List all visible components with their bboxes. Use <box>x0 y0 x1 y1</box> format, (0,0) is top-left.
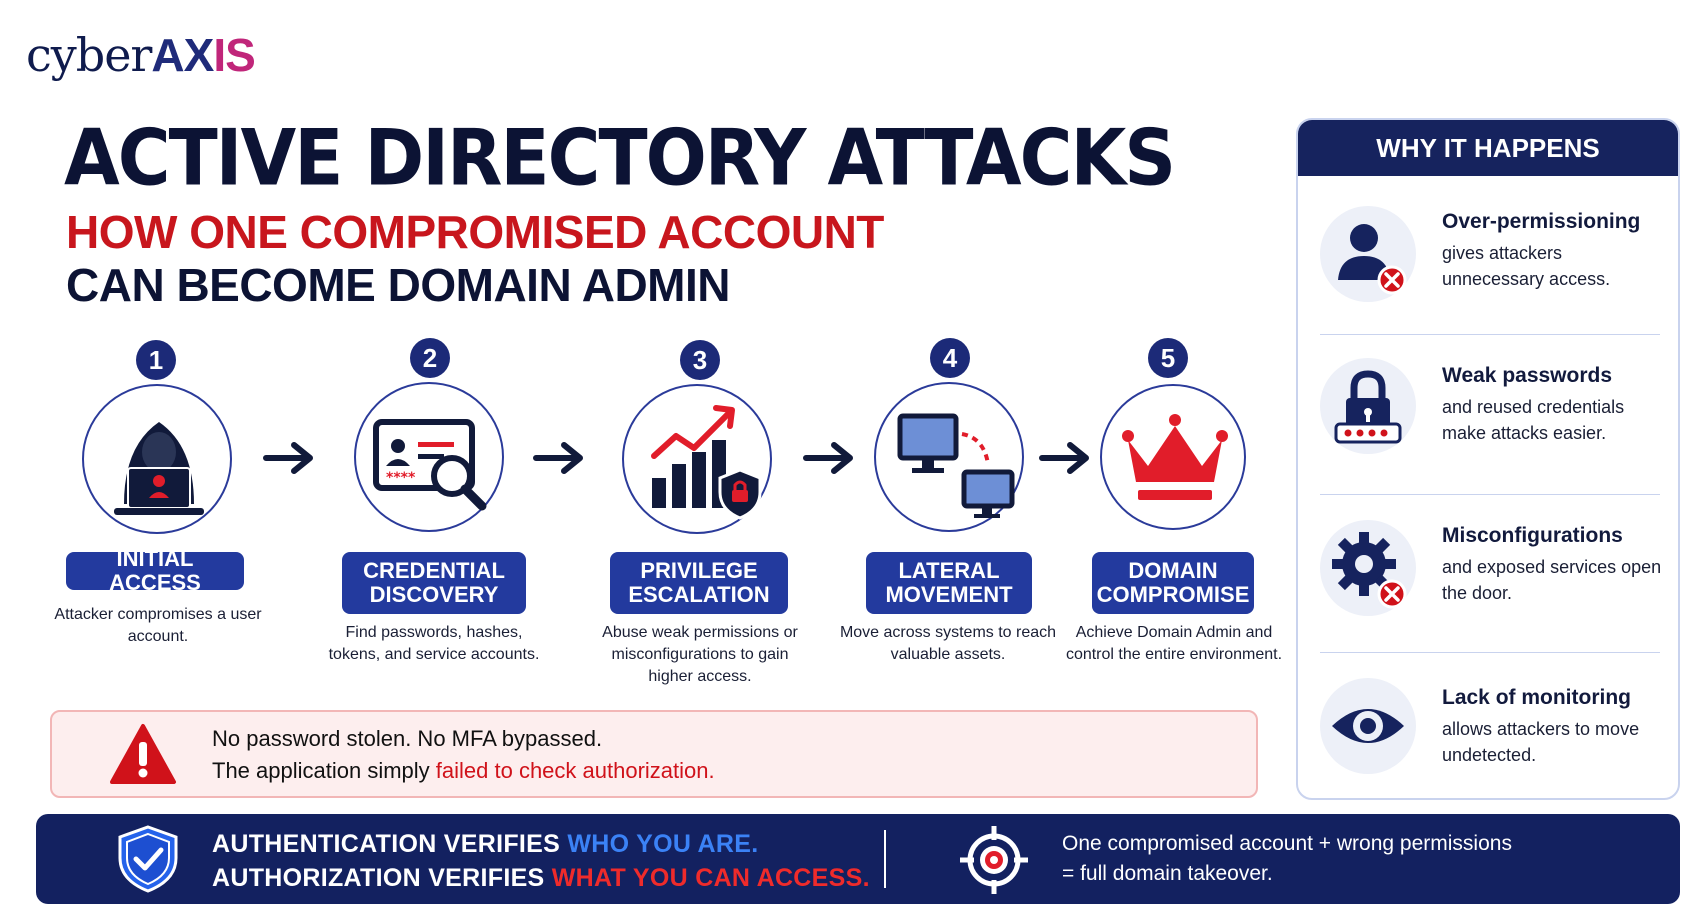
reason-title: Over-permissioning <box>1442 210 1641 233</box>
step-2-label: CREDENTIAL DISCOVERY <box>342 552 526 614</box>
arrow-right-icon <box>1038 440 1094 481</box>
step-4-circle <box>874 382 1024 532</box>
id-card-magnifier-icon: **** <box>373 419 487 511</box>
two-monitors-icon <box>897 413 1015 518</box>
reason-item: Lack of monitoring allows attackers to m… <box>1298 666 1678 798</box>
panel-title: WHY IT HAPPENS <box>1298 120 1678 176</box>
reason-title: Misconfigurations <box>1442 524 1623 547</box>
step-5-label: DOMAIN COMPROMISE <box>1092 552 1254 614</box>
user-denied-icon <box>1320 206 1416 302</box>
divider <box>1320 334 1660 335</box>
padlock-password-icon <box>1320 358 1416 454</box>
step-2-number: 2 <box>410 338 450 378</box>
step-5-number: 5 <box>1148 338 1188 378</box>
step-4-description: Move across systems to reach valuable as… <box>839 624 1057 663</box>
step-4-number: 4 <box>930 338 970 378</box>
gear-error-icon <box>1320 520 1416 616</box>
step-5-circle <box>1100 384 1246 530</box>
page-title: ACTIVE DIRECTORY ATTACKS <box>64 112 1176 203</box>
svg-text:****: **** <box>386 470 416 486</box>
takeover-line-2: = full domain takeover. <box>1062 862 1273 885</box>
hooded-attacker-laptop-icon <box>114 422 204 515</box>
brand-logo: cyberAXIS <box>26 28 256 82</box>
reason-item: Weak passwords and reused credentials ma… <box>1298 348 1678 498</box>
arrow-right-icon <box>532 440 588 481</box>
eye-icon <box>1320 678 1416 774</box>
arrow-right-icon <box>262 440 318 481</box>
step-5-description: Achieve Domain Admin and control the ent… <box>1065 624 1283 663</box>
step-2-circle: **** <box>354 382 504 532</box>
crown-icon <box>1122 414 1228 500</box>
step-3-description: Abuse weak permissions or misconfigurati… <box>602 624 798 685</box>
page-subtitle-line2: CAN BECOME DOMAIN ADMIN <box>66 259 731 311</box>
step-3-label: PRIVILEGE ESCALATION <box>610 552 788 614</box>
warning-line-1: No password stolen. No MFA bypassed. <box>212 726 603 751</box>
reason-description: gives attackers unnecessary access. <box>1442 243 1611 289</box>
step-3-number: 3 <box>680 340 720 380</box>
reason-item: Over-permissioning gives attackers unnec… <box>1298 194 1678 344</box>
arrow-right-icon <box>802 440 858 481</box>
warning-triangle-icon <box>110 724 176 784</box>
step-1-circle <box>82 384 232 534</box>
reason-title: Lack of monitoring <box>1442 686 1631 709</box>
step-3-circle <box>622 384 772 534</box>
step-1-description: Attacker compromises a user account. <box>54 606 262 645</box>
page-subtitle-line1: HOW ONE COMPROMISED ACCOUNT <box>66 206 884 258</box>
reason-title: Weak passwords <box>1442 364 1613 387</box>
reason-description: and reused credentials make attacks easi… <box>1442 397 1625 443</box>
divider <box>1320 652 1660 653</box>
authorization-statement: AUTHORIZATION VERIFIES WHAT YOU CAN ACCE… <box>212 864 870 892</box>
target-icon <box>960 826 1028 894</box>
authentication-statement: AUTHENTICATION VERIFIES WHO YOU ARE. <box>212 830 759 858</box>
divider <box>884 830 886 888</box>
step-1-label: INITIAL ACCESS <box>66 547 244 595</box>
warning-line-2: The application simply failed to check a… <box>212 758 715 783</box>
growth-chart-shield-icon <box>651 405 762 520</box>
step-2-description: Find passwords, hashes, tokens, and serv… <box>328 624 540 663</box>
step-1-number: 1 <box>136 340 176 380</box>
warning-box: No password stolen. No MFA bypassed. The… <box>50 710 1258 798</box>
shield-check-icon <box>118 825 178 893</box>
reason-item: Misconfigurations and exposed services o… <box>1298 508 1678 658</box>
divider <box>1320 494 1660 495</box>
reason-description: and exposed services open the door. <box>1442 557 1662 603</box>
step-4-label: LATERAL MOVEMENT <box>866 552 1032 614</box>
bottom-banner: AUTHENTICATION VERIFIES WHO YOU ARE. AUT… <box>36 814 1680 904</box>
why-it-happens-panel: WHY IT HAPPENS Over-permissioning gives … <box>1296 118 1680 800</box>
reason-description: allows attackers to move undetected. <box>1442 719 1640 765</box>
takeover-line-1: One compromised account + wrong permissi… <box>1062 832 1512 855</box>
